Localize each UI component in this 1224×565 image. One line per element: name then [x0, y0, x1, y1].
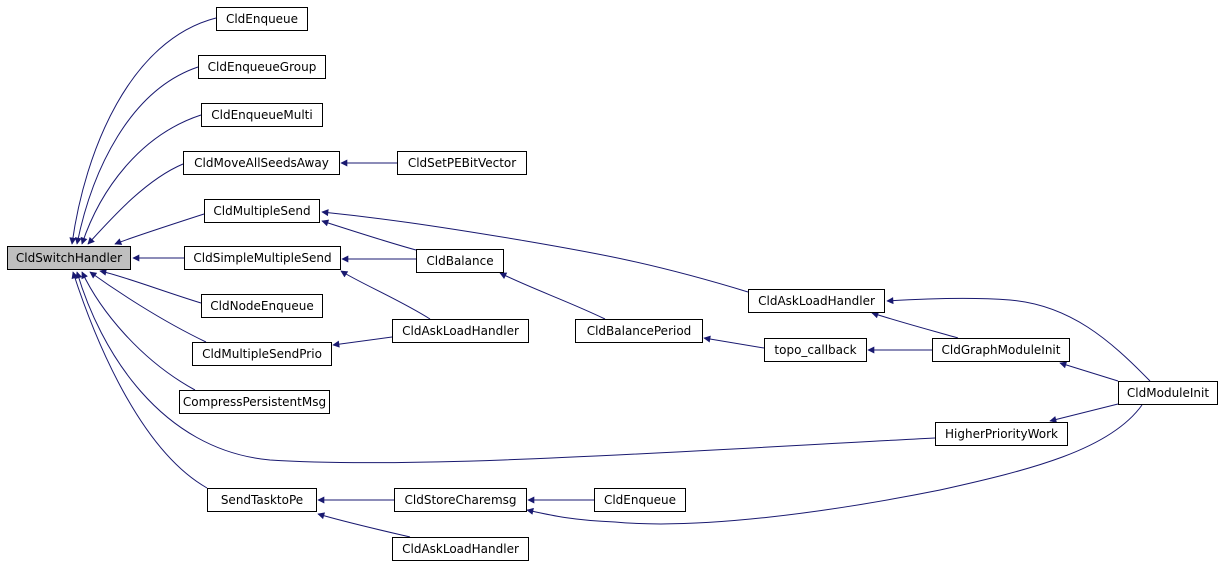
node-topo-callback[interactable]: topo_callback	[764, 338, 867, 362]
node-cld-enqueue[interactable]: CldEnqueue	[216, 7, 308, 31]
node-cld-module-init[interactable]: CldModuleInit	[1118, 381, 1218, 405]
edge-balance-period-to-balance	[499, 272, 606, 320]
node-cld-node-enqueue[interactable]: CldNodeEnqueue	[201, 294, 323, 318]
edge-enqueue-group-to-root	[74, 66, 199, 245]
edge-ask-load-handler-mid-to-simple-multiple-send	[340, 270, 431, 320]
node-cld-multiple-send-prio[interactable]: CldMultipleSendPrio	[192, 342, 332, 366]
edge-ask-load-handler-top-to-multiple-send	[321, 209, 749, 293]
node-cld-enqueue-group[interactable]: CldEnqueueGroup	[198, 55, 326, 79]
edge-module-init-to-graph-module-init	[1059, 361, 1119, 382]
edge-node-enqueue-to-root	[99, 268, 202, 304]
edge-module-init-to-ask-load-handler-top	[886, 297, 1151, 382]
edge-multiple-send-prio-to-root	[89, 271, 207, 343]
node-cld-ask-load-handler-top[interactable]: CldAskLoadHandler	[748, 289, 885, 313]
node-cld-multiple-send[interactable]: CldMultipleSend	[204, 199, 320, 223]
node-compress-persistent-msg[interactable]: CompressPersistentMsg	[179, 390, 330, 414]
edge-module-init-to-higher-priority-work	[1049, 403, 1119, 423]
edge-module-init-to-store-charemsg	[526, 404, 1143, 525]
edge-ask-load-handler-bottom-to-send-task-to-pe	[317, 512, 411, 538]
edge-multiple-send-to-root	[114, 213, 205, 245]
node-cld-graph-module-init[interactable]: CldGraphModuleInit	[932, 338, 1070, 362]
node-cld-simple-multiple-send[interactable]: CldSimpleMultipleSend	[184, 246, 341, 270]
node-cld-switch-handler: CldSwitchHandler	[7, 246, 131, 270]
node-cld-enqueue-multi[interactable]: CldEnqueueMulti	[201, 103, 323, 127]
node-cld-ask-load-handler-bottom[interactable]: CldAskLoadHandler	[392, 537, 529, 561]
edge-move-all-seeds-away-to-root	[87, 163, 184, 245]
edge-ask-load-handler-mid-to-multiple-send-prio	[332, 336, 393, 348]
edge-enqueue-multi-to-root	[80, 114, 202, 245]
edge-compress-persistent-msg-to-root	[81, 271, 196, 391]
edge-graph-module-init-to-ask-load-handler-top	[871, 311, 959, 339]
node-higher-priority-work[interactable]: HigherPriorityWork	[935, 422, 1068, 446]
node-cld-balance-period[interactable]: CldBalancePeriod	[575, 319, 703, 343]
edge-enqueue-to-root	[69, 17, 217, 245]
node-cld-set-pe-bit-vector[interactable]: CldSetPEBitVector	[397, 151, 527, 175]
node-cld-store-charemsg[interactable]: CldStoreCharemsg	[394, 488, 527, 512]
node-cld-enqueue-bottom[interactable]: CldEnqueue	[594, 488, 686, 512]
node-cld-move-all-seeds-away[interactable]: CldMoveAllSeedsAway	[183, 151, 340, 175]
node-send-taskto-pe[interactable]: SendTasktoPe	[207, 488, 317, 512]
edge-higher-priority-work-to-root	[75, 271, 936, 464]
edge-balance-to-multiple-send	[321, 219, 417, 251]
edge-send-task-to-pe-to-root	[71, 271, 208, 489]
node-cld-ask-load-handler-mid[interactable]: CldAskLoadHandler	[392, 319, 529, 343]
node-cld-balance[interactable]: CldBalance	[416, 249, 504, 273]
edge-topo-callback-to-balance-period	[703, 335, 765, 349]
